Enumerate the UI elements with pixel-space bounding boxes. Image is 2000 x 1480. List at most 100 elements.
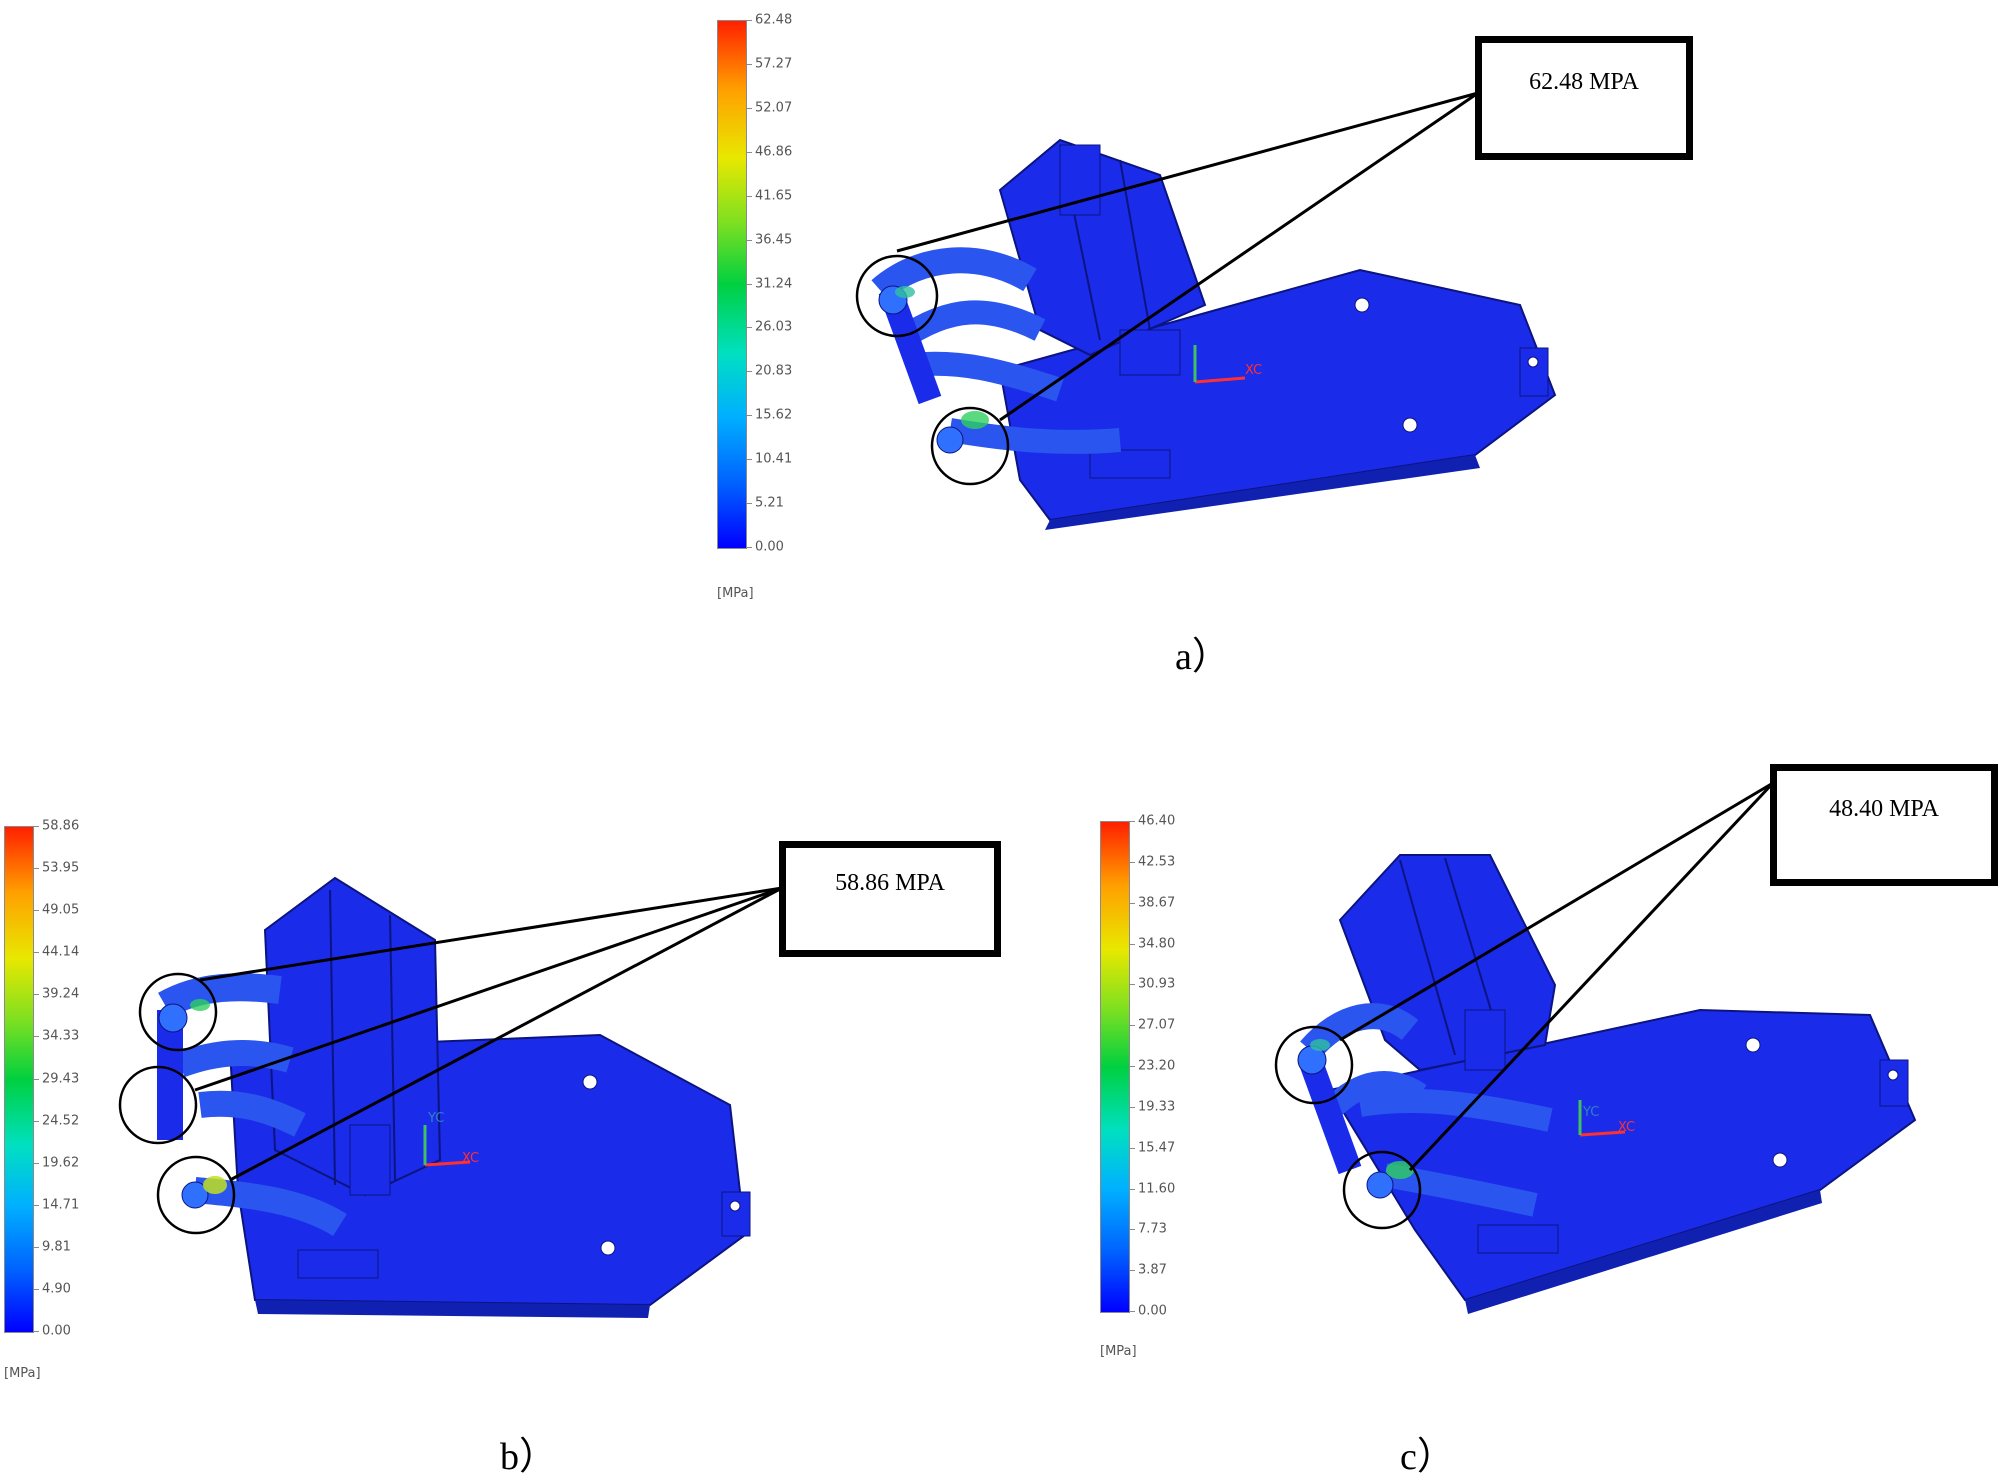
legend-tick-label: 5.21 bbox=[755, 495, 784, 511]
stress-highlight-circle bbox=[1342, 1150, 1422, 1230]
legend-tick-label: 20.83 bbox=[755, 363, 793, 379]
max-stress-callout: 48.40 MPA bbox=[1770, 764, 1998, 886]
legend-tick-mark bbox=[746, 151, 752, 153]
legend-tick-mark bbox=[1129, 1229, 1135, 1231]
max-stress-callout: 58.86 MPA bbox=[779, 841, 1001, 957]
upper-link bbox=[871, 247, 1037, 301]
legend-unit: [MPa] bbox=[717, 586, 754, 601]
legend-tick-label: 52.07 bbox=[755, 100, 793, 116]
legend-tick-mark bbox=[33, 1331, 39, 1332]
legend-tick-mark bbox=[33, 1162, 39, 1164]
legend-tick-mark bbox=[746, 107, 752, 109]
legend-tick-label: 57.27 bbox=[755, 56, 793, 72]
legend-tick-mark bbox=[746, 239, 752, 241]
legend-tick-mark bbox=[33, 1036, 39, 1038]
stress-highlight-circle bbox=[930, 406, 1010, 486]
legend-tick-label: 29.43 bbox=[42, 1071, 80, 1086]
base-plate bbox=[1328, 1008, 1917, 1302]
axis-label-xc: XC bbox=[1245, 363, 1262, 378]
legend-tick-label: 53.95 bbox=[42, 860, 80, 876]
legend-tick-mark bbox=[746, 547, 752, 548]
legend-tick-label: 23.20 bbox=[1138, 1058, 1176, 1074]
legend-tick-mark bbox=[1129, 1311, 1135, 1312]
legend-tick-mark bbox=[1129, 821, 1135, 822]
legend-tick-mark bbox=[33, 910, 39, 912]
legend-tick-label: 46.86 bbox=[755, 144, 793, 160]
legend-tick-label: 41.65 bbox=[755, 188, 793, 204]
legend-tick-mark bbox=[33, 868, 39, 870]
legend-tick-label: 44.14 bbox=[42, 944, 80, 960]
axis-label-xc: XC bbox=[1618, 1120, 1635, 1135]
legend-tick-label: 30.93 bbox=[1138, 976, 1176, 992]
legend-tick-label: 11.60 bbox=[1138, 1181, 1176, 1196]
legend-unit: [MPa] bbox=[1100, 1344, 1137, 1359]
legend-tick-mark bbox=[1129, 902, 1135, 904]
stress-color-legend bbox=[1100, 821, 1130, 1313]
legend-tick-label: 39.24 bbox=[42, 986, 80, 1002]
legend-tick-label: 10.41 bbox=[755, 451, 793, 467]
legend-tick-label: 15.62 bbox=[755, 407, 793, 423]
legend-tick-mark bbox=[746, 283, 752, 285]
legend-tick-label: 38.67 bbox=[1138, 895, 1176, 911]
stress-color-legend bbox=[717, 20, 747, 549]
legend-tick-mark bbox=[1129, 943, 1135, 945]
legend-tick-label: 31.24 bbox=[755, 276, 793, 291]
stress-highlight-circle bbox=[1274, 1025, 1354, 1105]
legend-tick-label: 42.53 bbox=[1138, 854, 1176, 870]
legend-tick-label: 46.40 bbox=[1138, 813, 1176, 829]
axis-label-xc: XC bbox=[462, 1151, 479, 1166]
legend-tick-mark bbox=[746, 63, 752, 65]
legend-tick-label: 0.00 bbox=[42, 1323, 71, 1339]
legend-tick-label: 49.05 bbox=[42, 902, 80, 918]
stress-highlight-circle bbox=[855, 254, 939, 338]
legend-tick-mark bbox=[33, 994, 39, 996]
legend-tick-label: 19.33 bbox=[1138, 1099, 1176, 1115]
legend-tick-mark bbox=[746, 415, 752, 417]
legend-tick-label: 36.45 bbox=[755, 232, 793, 248]
legend-tick-label: 4.90 bbox=[42, 1281, 71, 1297]
legend-tick-mark bbox=[746, 195, 752, 197]
legend-tick-label: 26.03 bbox=[755, 319, 793, 335]
cover-block bbox=[1338, 854, 1557, 1072]
lower-link bbox=[948, 418, 1121, 454]
legend-tick-label: 14.71 bbox=[42, 1197, 80, 1213]
legend-tick-mark bbox=[33, 1246, 39, 1248]
max-stress-callout: 62.48 MPA bbox=[1475, 36, 1693, 160]
legend-tick-mark bbox=[33, 1288, 39, 1290]
legend-tick-label: 0.00 bbox=[1138, 1303, 1167, 1319]
legend-tick-label: 62.48 bbox=[755, 12, 793, 28]
stress-highlight-circle bbox=[138, 972, 218, 1052]
panel-caption: a） bbox=[1175, 636, 1230, 678]
legend-tick-label: 34.80 bbox=[1138, 936, 1176, 951]
legend-tick-mark bbox=[1129, 1025, 1135, 1027]
legend-tick-mark bbox=[33, 1120, 39, 1122]
legend-tick-label: 3.87 bbox=[1138, 1262, 1167, 1278]
legend-tick-mark bbox=[1129, 984, 1135, 986]
legend-tick-mark bbox=[33, 952, 39, 954]
panel-caption: c） bbox=[1400, 1436, 1455, 1478]
legend-tick-mark bbox=[33, 1078, 39, 1080]
legend-tick-mark bbox=[1129, 1066, 1135, 1067]
legend-tick-mark bbox=[1129, 861, 1135, 863]
stress-highlight-circle bbox=[156, 1155, 236, 1235]
legend-tick-mark bbox=[746, 459, 752, 461]
legend-tick-label: 15.47 bbox=[1138, 1140, 1176, 1156]
legend-tick-label: 27.07 bbox=[1138, 1017, 1176, 1033]
legend-tick-label: 9.81 bbox=[42, 1239, 71, 1255]
legend-tick-label: 0.00 bbox=[755, 539, 784, 555]
upper-link bbox=[158, 973, 282, 1018]
axis-label-yc: YC bbox=[1582, 1105, 1599, 1120]
legend-tick-label: 19.62 bbox=[42, 1155, 80, 1171]
legend-tick-label: 34.33 bbox=[42, 1028, 80, 1044]
legend-tick-label: 7.73 bbox=[1138, 1221, 1167, 1237]
axis-label-yc: YC bbox=[427, 1111, 444, 1126]
stress-color-legend bbox=[4, 826, 34, 1333]
panel-caption: b） bbox=[500, 1436, 558, 1478]
legend-tick-mark bbox=[1129, 1188, 1135, 1190]
stress-highlight-circle bbox=[118, 1065, 198, 1145]
legend-tick-mark bbox=[33, 1204, 39, 1206]
legend-tick-mark bbox=[1129, 1106, 1135, 1108]
